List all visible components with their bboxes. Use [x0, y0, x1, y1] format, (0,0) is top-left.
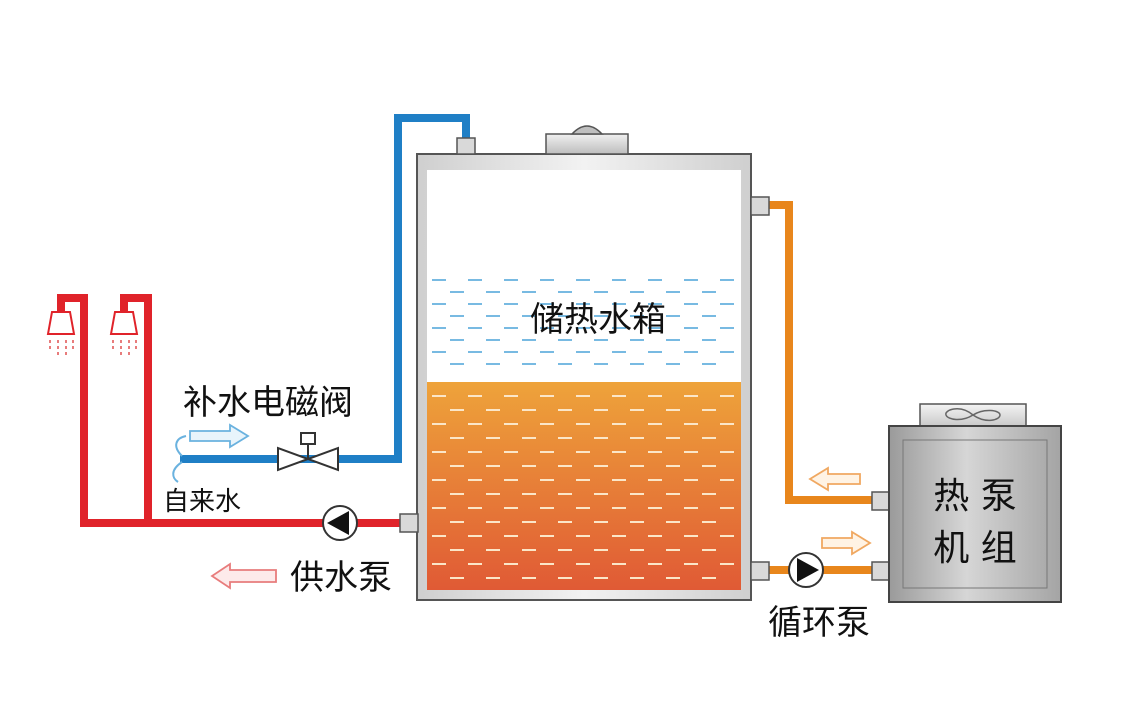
shower-icon: [46, 311, 76, 356]
cold-water-dashes: [432, 279, 734, 365]
flow-arrow-icon: [808, 466, 861, 492]
heat-pump-label-line1: 热 泵: [933, 476, 1016, 517]
hot-water-supply-pipe: [57, 294, 419, 533]
tap-water-label: 自来水: [163, 487, 241, 517]
flow-arrow-icon: [189, 423, 250, 449]
fan-icon: [945, 408, 1001, 422]
tank-label: 储热水箱: [530, 300, 666, 340]
flow-arrow-icon: [821, 530, 872, 556]
hot-water-dashes: [432, 395, 734, 579]
pump-icon: [322, 505, 358, 541]
tank-inlet-nozzle: [456, 137, 476, 155]
heat-pump-loop-pipe: [750, 196, 891, 581]
hot-water-layer: [427, 382, 741, 590]
makeup-valve-label: 补水电磁阀: [183, 383, 353, 423]
tank-lid: [545, 133, 629, 155]
heat-pump-unit: [888, 403, 1062, 603]
flow-arrow-icon: [210, 562, 277, 590]
heat-pump-label-line2: 机 组: [933, 528, 1016, 569]
shower-icon: [109, 311, 139, 356]
supply-pump-label: 供水泵: [290, 558, 392, 598]
pump-icon: [788, 552, 824, 588]
solenoid-valve-icon: [277, 432, 339, 472]
storage-tank: [416, 125, 752, 601]
circulation-pump-label: 循环泵: [768, 603, 870, 643]
